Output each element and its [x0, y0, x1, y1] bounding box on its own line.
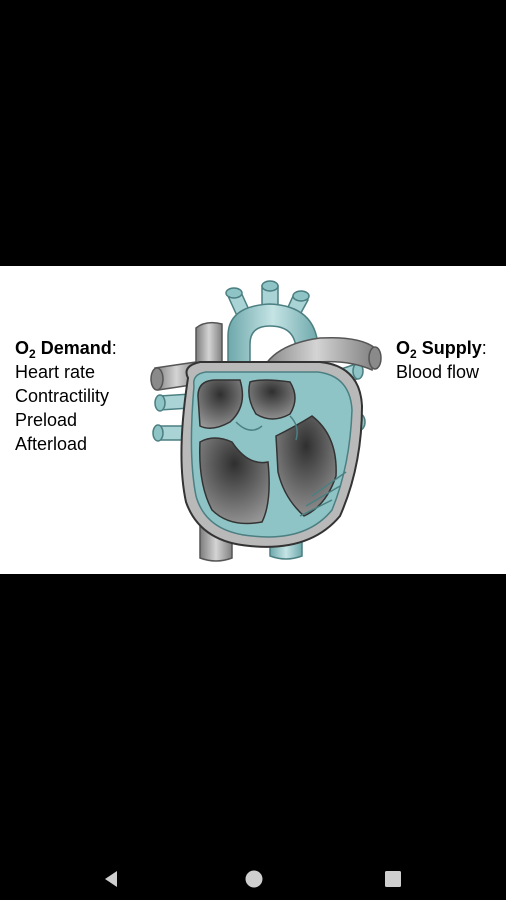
heart-illustration: [150, 280, 382, 562]
left-ventricle: [275, 415, 337, 517]
home-button[interactable]: [234, 859, 274, 899]
o2-demand-title: O2 Demand:: [15, 338, 117, 361]
o2-supply-title: O2 Supply:: [396, 338, 487, 361]
home-circle-icon: [245, 870, 263, 888]
valve-lines: [235, 415, 347, 517]
demand-item-contractility: Contractility: [15, 386, 110, 406]
back-triangle-icon: [105, 871, 117, 887]
heart-figure: O2 Demand: Heart rate Contractility Prel…: [0, 266, 506, 574]
demand-item-afterload: Afterload: [15, 434, 88, 454]
demand-item-preload: Preload: [15, 410, 78, 430]
demand-item-heart-rate: Heart rate: [15, 362, 96, 382]
left-atrium: [248, 379, 296, 420]
o2-supply-block: O2 Supply: Blood flow: [396, 336, 487, 384]
o2-demand-block: O2 Demand: Heart rate Contractility Prel…: [15, 336, 117, 456]
recents-square-icon: [385, 871, 401, 887]
right-atrium: [197, 379, 244, 429]
back-button[interactable]: [92, 859, 132, 899]
right-ventricle: [199, 437, 270, 525]
image-viewer[interactable]: O2 Demand: Heart rate Contractility Prel…: [0, 0, 506, 850]
supply-item-blood-flow: Blood flow: [396, 362, 480, 382]
system-navigation-bar: [0, 850, 506, 900]
recents-button[interactable]: [373, 859, 413, 899]
